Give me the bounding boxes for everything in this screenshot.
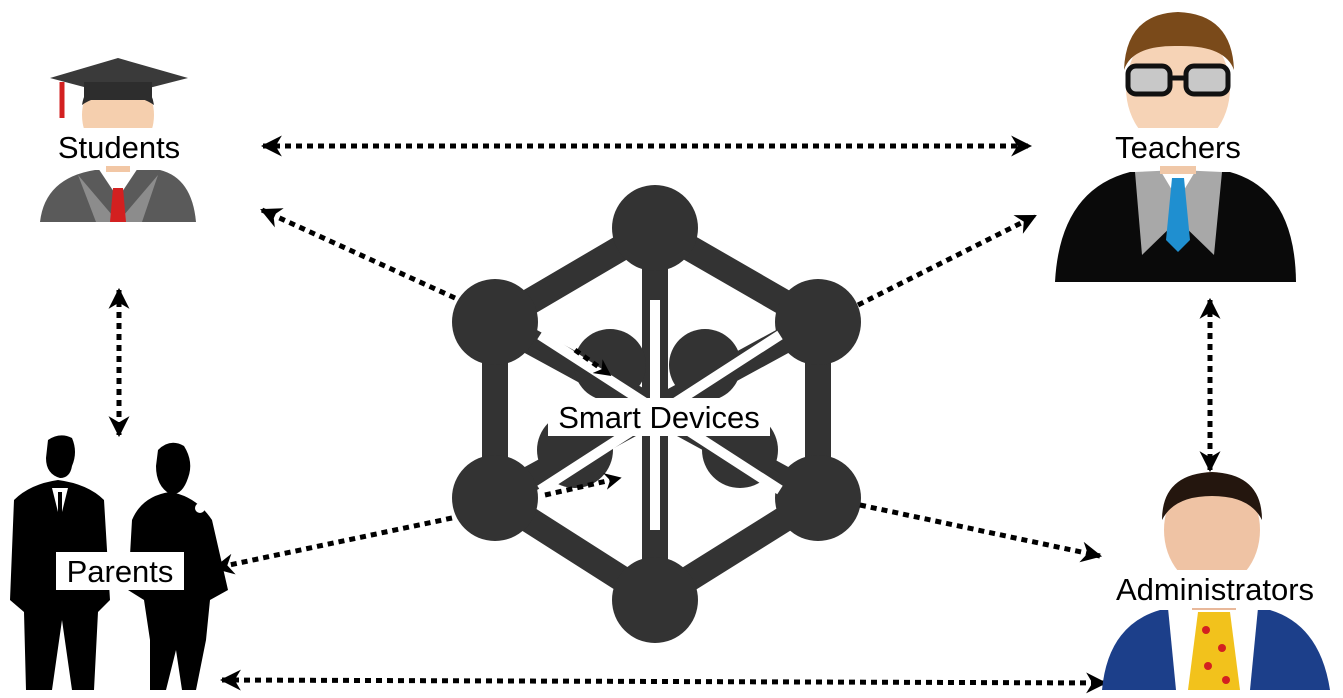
arrow-hub-administrators <box>859 502 1103 563</box>
teacher-icon <box>1055 12 1296 282</box>
arrow-hub-students <box>260 207 457 301</box>
connection-arrows <box>108 135 1221 694</box>
administrators-label-group: Administrators <box>1096 570 1334 608</box>
teachers-label: Teachers <box>1115 130 1241 165</box>
arrow-parents-administrators <box>219 669 1108 694</box>
teachers-label-group: Teachers <box>1100 128 1256 166</box>
arrow-hub-teachers <box>856 213 1037 308</box>
arrow-hub-inner-bottom <box>544 473 622 498</box>
arrow-hub-parents <box>212 515 453 575</box>
parents-label-group: Parents <box>56 552 184 590</box>
hub-label: Smart Devices <box>558 400 760 435</box>
students-label: Students <box>58 130 180 165</box>
network-hub-nodes <box>452 185 861 643</box>
administrators-label: Administrators <box>1116 572 1314 607</box>
arrow-hub-inner-top <box>573 347 612 378</box>
students-label-group: Students <box>45 128 193 166</box>
hub-label-group: Smart Devices <box>548 398 770 436</box>
parents-label: Parents <box>67 554 174 589</box>
